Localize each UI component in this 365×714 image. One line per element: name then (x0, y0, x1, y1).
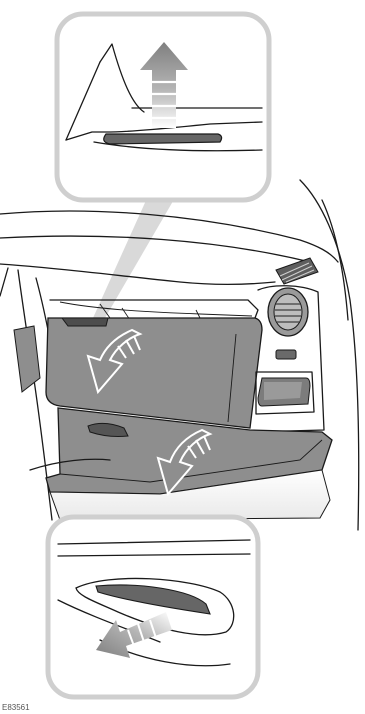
top-release-handle (104, 134, 222, 144)
top-callout (57, 14, 269, 200)
bottom-callout (48, 517, 258, 697)
figure-code: E83561 (2, 703, 30, 713)
console-switch (276, 350, 296, 359)
glovebox-release-handle (62, 318, 108, 326)
